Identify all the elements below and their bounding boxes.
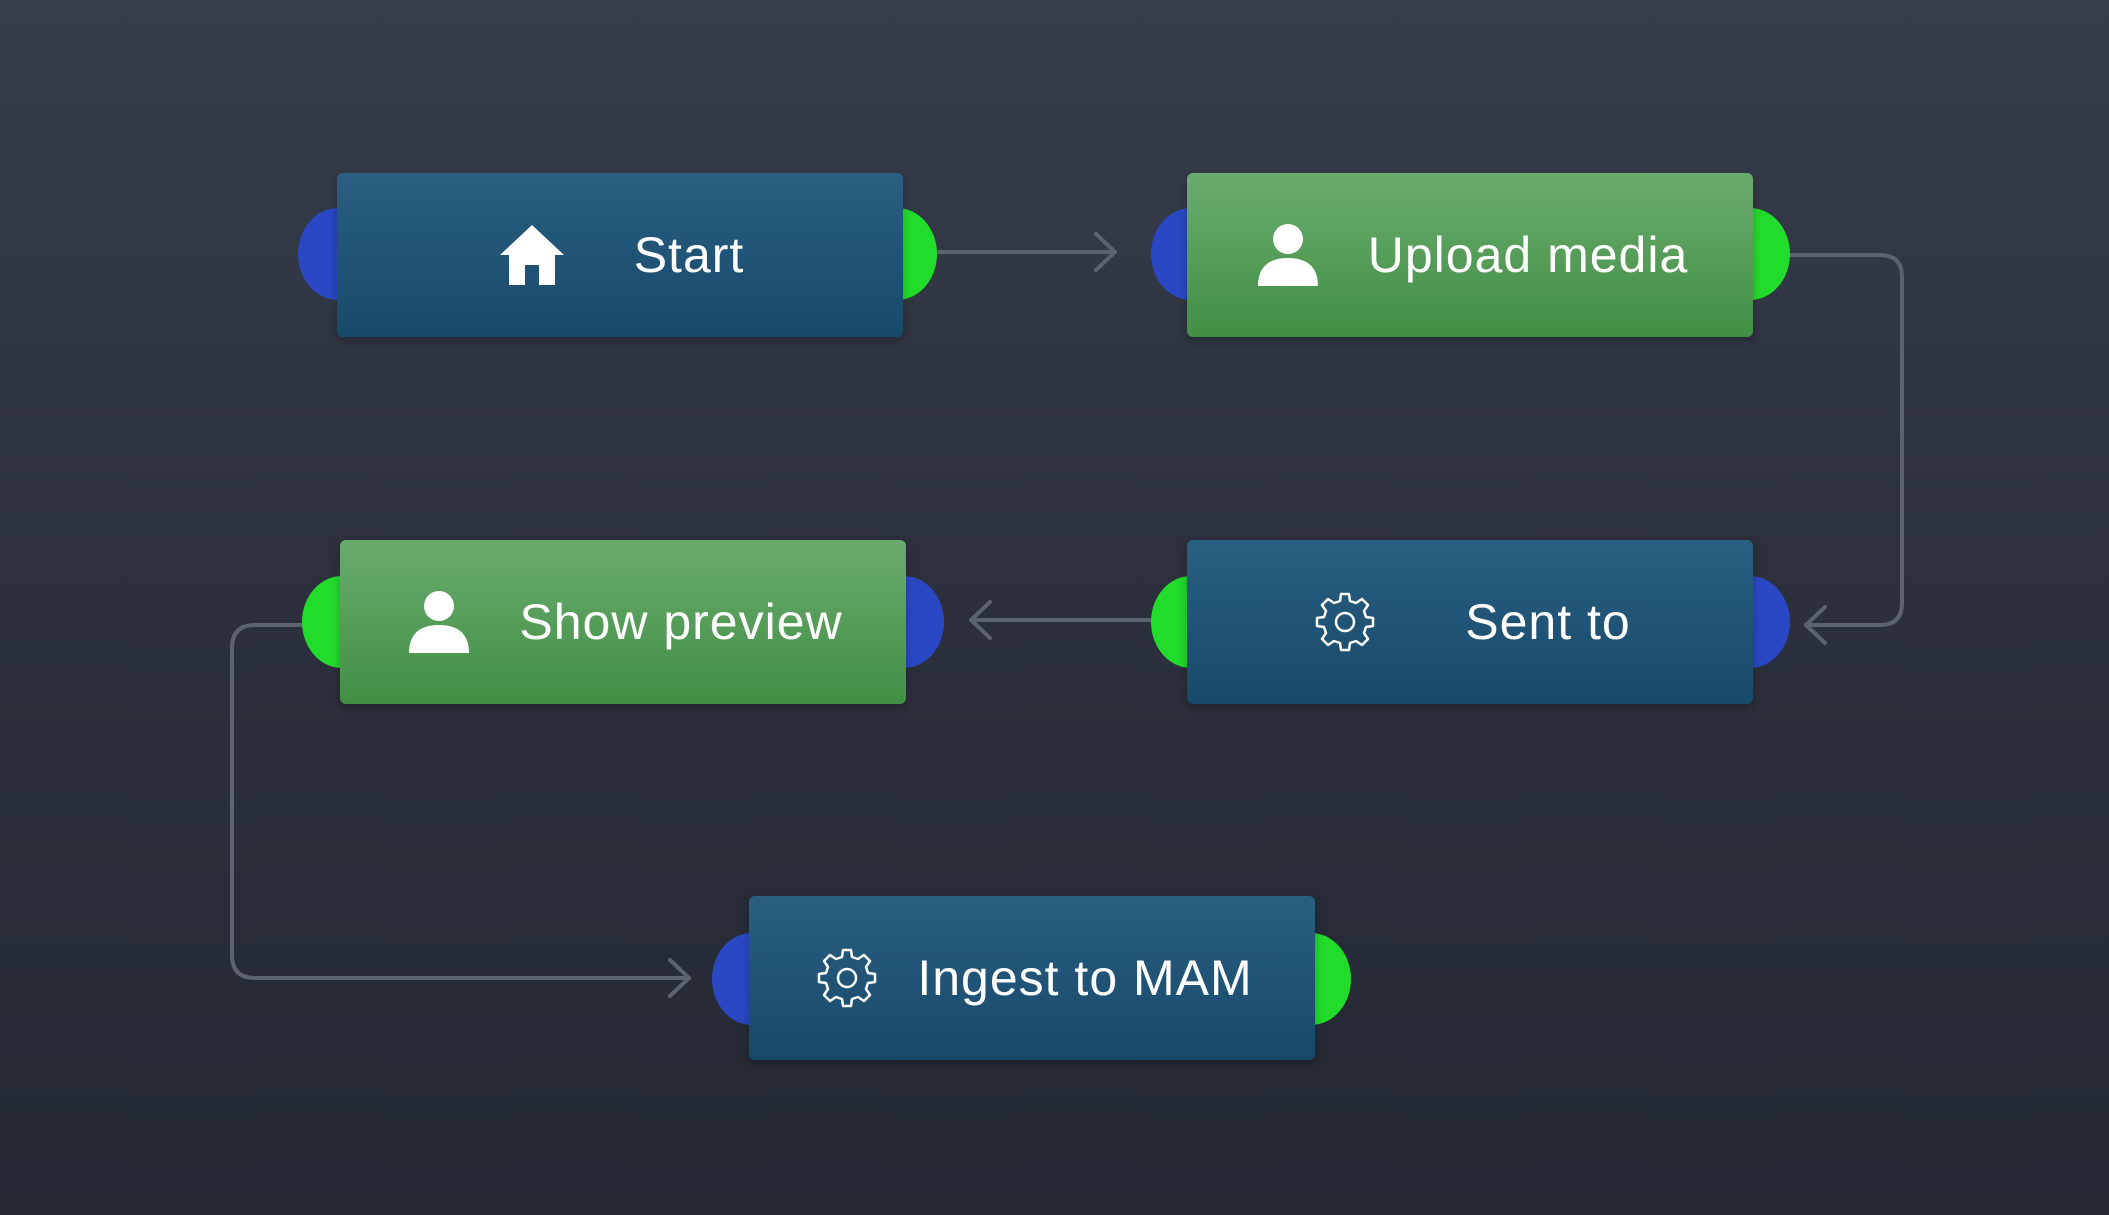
user-icon <box>1252 219 1324 291</box>
node-ingest-to-mam[interactable]: Ingest to MAM <box>749 896 1315 1060</box>
node-label: Ingest to MAM <box>917 950 1253 1006</box>
node-show-preview[interactable]: Show preview <box>340 540 906 704</box>
node-label: Sent to <box>1465 594 1631 650</box>
node-label: Start <box>633 227 745 283</box>
edge-upload-to-sent <box>1786 253 1904 627</box>
node-label: Show preview <box>519 594 843 650</box>
arrowhead-icon <box>1804 605 1827 645</box>
gear-icon <box>1309 586 1381 658</box>
arrowhead-icon <box>969 600 992 640</box>
home-icon <box>496 219 568 291</box>
user-icon <box>403 586 475 658</box>
node-upload-media[interactable]: Upload media <box>1187 173 1753 337</box>
node-label: Upload media <box>1367 227 1689 283</box>
node-start[interactable]: Start <box>337 173 903 337</box>
arrowhead-icon <box>668 958 691 998</box>
node-sent-to[interactable]: Sent to <box>1187 540 1753 704</box>
arrowhead-icon <box>1094 232 1117 272</box>
edge-preview-to-ingest <box>230 623 691 980</box>
gear-icon <box>811 942 883 1014</box>
